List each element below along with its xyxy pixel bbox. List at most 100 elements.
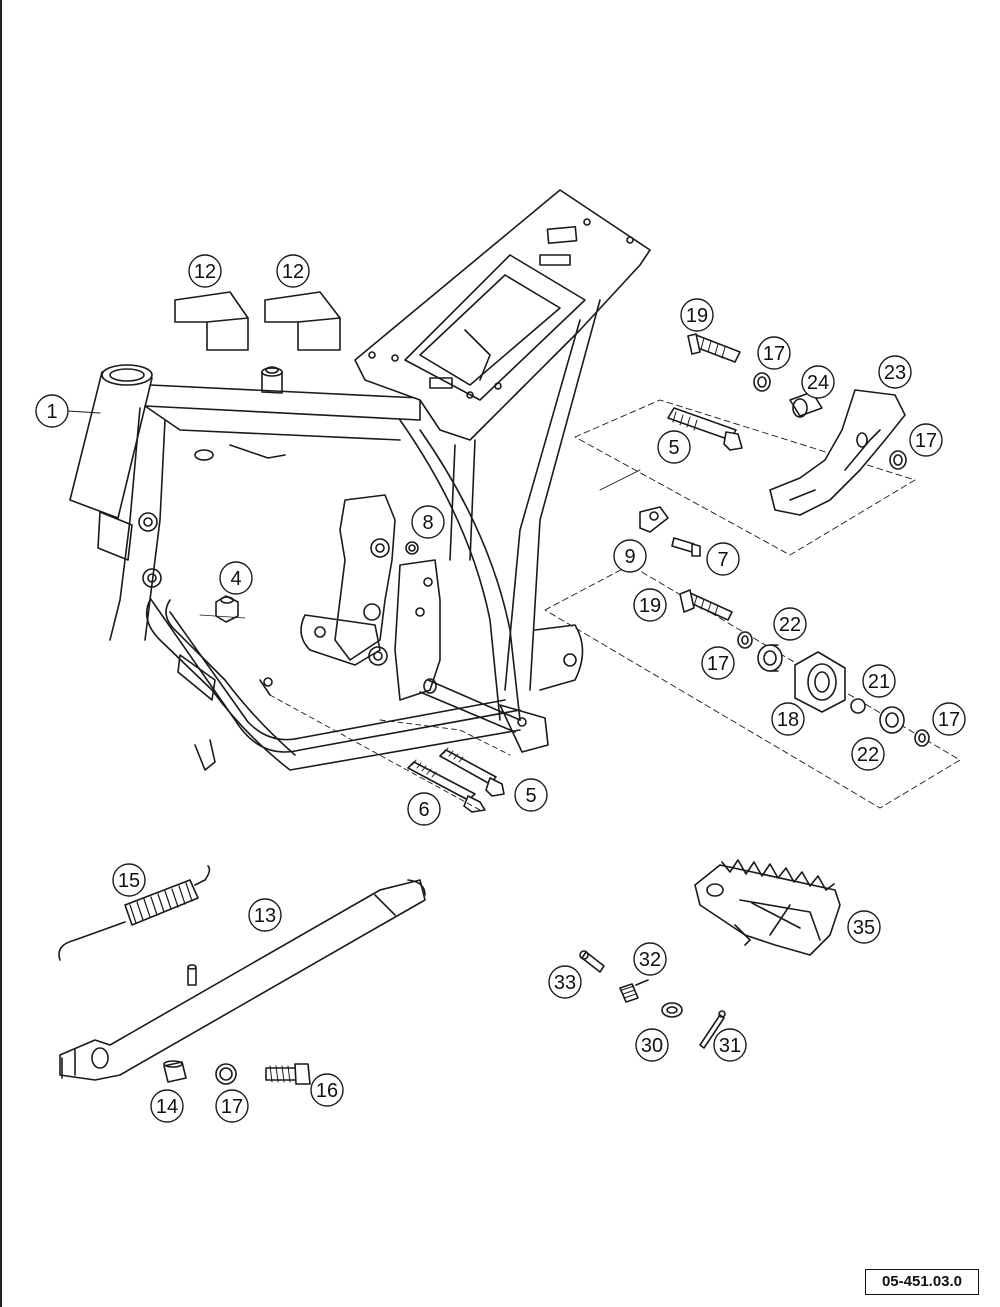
callout-number: 5 [668,437,679,459]
callout-number: 6 [418,799,429,821]
callout-labels: 1 12 12 4 8 5 6 5 19 17 24 23 17 9 7 19 17 22 18 21 22 17 15 13… [35,254,966,1123]
callout-circle [310,1073,344,1107]
callout-frame-protector-left: 12 [188,254,222,288]
callout-circle [219,561,253,595]
callout-number: 32 [639,949,661,971]
callout-circle [706,542,740,576]
frame-protectors-drawing [174,291,341,351]
callout-circle [851,737,885,771]
callout-number: 5 [525,785,536,807]
callout-washer-roller-left: 17 [701,646,735,680]
callout-circle [215,1089,249,1123]
callout-number: 19 [686,305,708,327]
frame-drawing [67,189,651,771]
callout-circle [112,863,146,897]
callout-washer-footrest: 30 [635,1028,669,1062]
callout-circle [150,1089,184,1123]
callout-frame: 1 [35,394,69,428]
callout-circle [909,423,943,457]
callout-number: 30 [641,1035,663,1057]
callout-footrest: 35 [847,910,881,944]
callout-number: 17 [763,343,785,365]
callout-bolt-frame-long: 6 [407,792,441,826]
callout-bolt-roller: 19 [633,588,667,622]
callout-bushing-sidestand: 14 [150,1089,184,1123]
callout-number: 14 [156,1096,178,1118]
callout-number: 17 [221,1096,243,1118]
callout-circle [932,702,966,736]
callout-number: 21 [868,671,890,693]
callout-number: 17 [938,709,960,731]
callout-number: 12 [282,261,304,283]
callout-circle [801,365,835,399]
callout-nut-frame: 4 [219,561,253,595]
callout-brake-lever: 23 [878,355,912,389]
roller-assembly-drawing [544,564,961,809]
callout-bearing-left: 22 [773,607,807,641]
page-edge-line [0,0,2,1307]
callout-circle [188,254,222,288]
callout-frame-protector-right: 12 [276,254,310,288]
callout-number: 13 [254,905,276,927]
callout-bolt-frame-lower: 5 [514,778,548,812]
frame-hardware-drawing [199,541,511,813]
callout-spacer-roller: 21 [862,664,896,698]
callout-number: 19 [639,595,661,617]
callout-circle [847,910,881,944]
callout-washer-roller-right: 17 [932,702,966,736]
callout-cotter-pin: 31 [713,1028,747,1062]
callout-circle [635,1028,669,1062]
callout-circle [878,355,912,389]
sidestand-drawing [58,865,426,1085]
callout-circle [35,394,69,428]
callout-sidestand: 13 [248,898,282,932]
callout-circle [657,430,691,464]
callout-washer-sidestand: 17 [215,1089,249,1123]
callout-number: 8 [422,512,433,534]
callout-spacer-frame: 8 [411,505,445,539]
callout-number: 24 [807,372,829,394]
callout-number: 35 [853,917,875,939]
callout-number: 4 [230,568,241,590]
callout-number: 31 [719,1035,741,1057]
callout-circle [411,505,445,539]
callout-circle [407,792,441,826]
callout-number: 1 [46,401,57,423]
callout-number: 33 [554,972,576,994]
callout-number: 22 [779,614,801,636]
callout-spring-sidestand: 15 [112,863,146,897]
callout-circle [680,298,714,332]
callout-number: 16 [316,1080,338,1102]
callout-number: 22 [857,744,879,766]
callout-number: 17 [707,653,729,675]
callout-roller: 18 [771,702,805,736]
callout-circle [248,898,282,932]
callout-circle [757,336,791,370]
callout-circle [613,539,647,573]
callout-bearing-right: 22 [851,737,885,771]
callout-number: 9 [624,546,635,568]
callout-number: 15 [118,870,140,892]
brake-lever-drawing [574,333,916,557]
callout-circle [633,942,667,976]
callout-number: 17 [915,430,937,452]
callout-number: 23 [884,362,906,384]
callout-washer-brake-upper: 17 [757,336,791,370]
callout-screw-clip: 7 [706,542,740,576]
callout-circle [633,588,667,622]
callout-circle [701,646,735,680]
callout-number: 7 [717,549,728,571]
callout-clip: 9 [613,539,647,573]
callout-number: 18 [777,709,799,731]
callout-circle [862,664,896,698]
callout-circle [713,1028,747,1062]
callout-bushing-brake: 24 [801,365,835,399]
callout-bolt-brake-lever: 19 [680,298,714,332]
callout-circle [773,607,807,641]
callout-bolt-footbrake-pivot: 5 [657,430,691,464]
diagram-reference-code: 05-451.03.0 [865,1269,979,1295]
callout-circle [771,702,805,736]
callout-circle [548,965,582,999]
